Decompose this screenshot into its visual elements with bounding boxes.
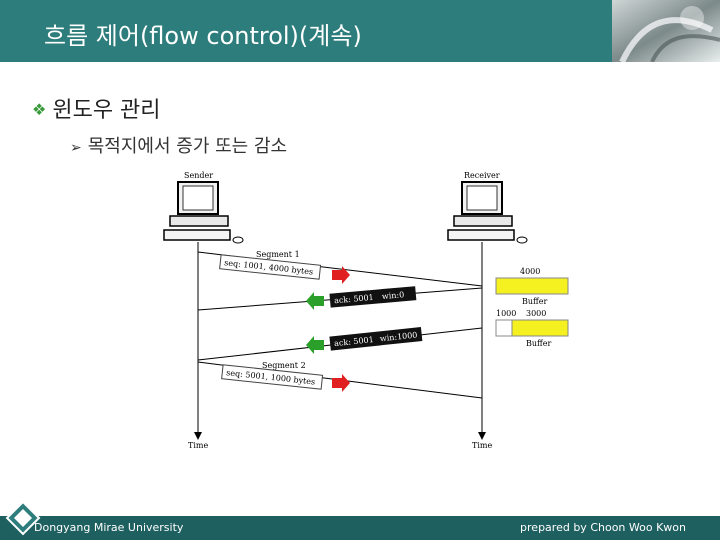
sender-time-label: Time — [188, 441, 208, 450]
ack1-box: ack: 5001 win:0 — [329, 286, 416, 307]
title-bar: 흐름 제어(flow control)(계속) — [0, 0, 720, 62]
arrow-bullet-icon: ➢ — [70, 140, 82, 156]
segment1-label: Segment 1 — [256, 250, 300, 259]
bullet1-text: 윈도우 관리 — [52, 98, 160, 123]
buffer1-bar — [496, 278, 568, 294]
sender-time-arrowhead — [194, 432, 202, 440]
bullet-level2: ➢ 목적지에서 증가 또는 감소 — [70, 132, 287, 158]
bullet-level1: ❖ 윈도우 관리 — [32, 92, 161, 124]
green-arrow-icon — [306, 292, 324, 310]
receiver-time-arrowhead — [478, 432, 486, 440]
buffer2-free-space — [496, 320, 512, 336]
diamond-bullet-icon: ❖ — [32, 100, 46, 119]
receiver-time-label: Time — [472, 441, 492, 450]
receiver-computer-icon — [448, 182, 527, 243]
sender-label: Sender — [184, 171, 213, 180]
red-arrow-icon — [332, 374, 350, 392]
buffer1-label: Buffer — [522, 297, 547, 306]
ack2-box: ack: 5001 win:1000 — [329, 327, 422, 351]
footer-author: prepared by Choon Woo Kwon — [520, 521, 686, 534]
footer-bar: Dongyang Mirae University prepared by Ch… — [0, 516, 720, 540]
header-decoration-image — [612, 0, 720, 62]
slide-title: 흐름 제어(flow control)(계속) — [44, 16, 362, 51]
buffer2-left-value: 1000 — [496, 309, 516, 318]
buffer1-value: 4000 — [520, 267, 540, 276]
segment2-label: Segment 2 — [262, 361, 306, 370]
bullet2-text: 목적지에서 증가 또는 감소 — [88, 136, 287, 157]
buffer2-right-value: 3000 — [526, 309, 546, 318]
buffer2-label: Buffer — [526, 339, 551, 348]
green-arrow-icon — [306, 336, 324, 354]
receiver-label: Receiver — [464, 171, 500, 180]
sender-computer-icon — [164, 182, 243, 243]
footer-university: Dongyang Mirae University — [34, 521, 183, 534]
diamond-logo-icon — [5, 500, 41, 536]
flow-control-diagram: Sender Receiver Time Time Segment 1 seq:… — [150, 164, 590, 454]
